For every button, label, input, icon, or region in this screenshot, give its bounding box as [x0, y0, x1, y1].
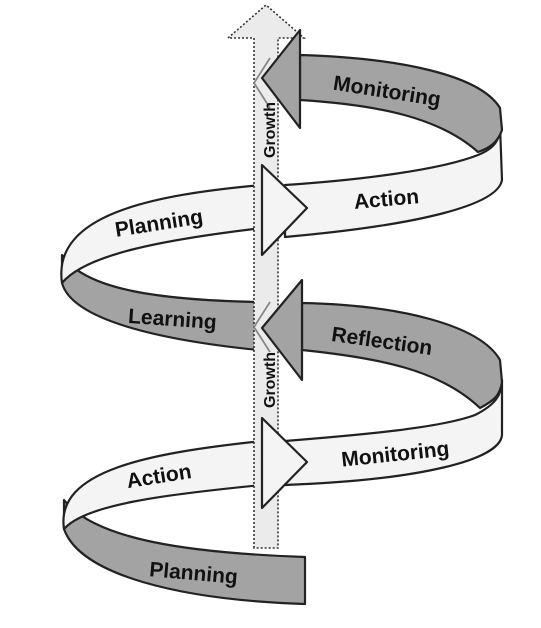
band-upper-back-monitoring: [298, 53, 504, 154]
arrowhead-upper-front: [260, 163, 309, 257]
band-middle-back-left: [60, 253, 260, 352]
band-lower-back-planning: [62, 498, 307, 606]
growth-arrow: [225, 3, 307, 549]
growth-chevron-upper: [253, 57, 271, 109]
arrowhead-middle-back: [260, 278, 304, 382]
label-upper-action: Action: [353, 185, 420, 214]
arrowhead-upper-back: [260, 28, 302, 130]
label-growth-lower: Growth: [262, 352, 279, 408]
label-growth-upper: Growth: [262, 102, 279, 158]
growth-chevron-lower: [253, 301, 271, 353]
arrowhead-lower-front: [260, 416, 309, 510]
band-middle-back-right: [300, 301, 504, 410]
